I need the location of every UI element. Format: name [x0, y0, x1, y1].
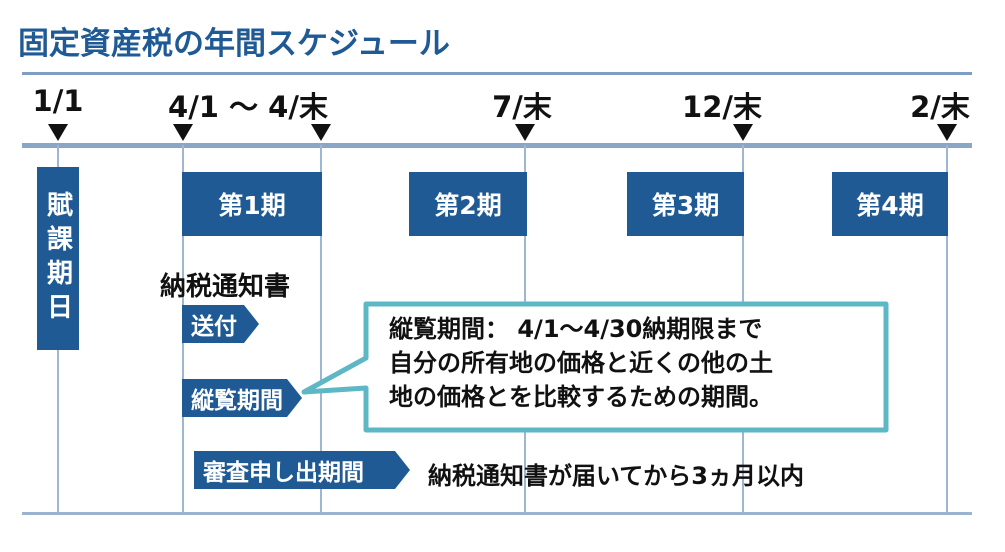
bottom-rule: [22, 512, 972, 515]
timeline-axis: [22, 143, 972, 148]
inspection-period-arrow-tag: 縦覧期間: [182, 379, 302, 417]
date-label-jan1: 1/1: [32, 84, 84, 118]
period-4-box: 第4期: [832, 172, 948, 236]
period-3-box: 第3期: [627, 172, 744, 236]
appeal-period-note: 納税通知書が届いてから3ヵ月以内: [428, 462, 804, 490]
guide-line-apr-end: [320, 145, 322, 513]
date-label-dec-end: 12/末: [682, 90, 762, 124]
page-title: 固定資産税の年間スケジュール: [18, 26, 450, 62]
guide-line-feb-end: [946, 145, 948, 513]
marker-triangle-icon: [937, 124, 957, 141]
levy-date-box: 賦課期日: [37, 167, 79, 350]
marker-triangle-icon: [733, 124, 753, 141]
callout-line: 地の価格とを比較するための期間。: [389, 383, 773, 411]
marker-triangle-icon: [311, 124, 331, 141]
date-label-feb-end: 2/末: [910, 90, 970, 124]
marker-triangle-icon: [48, 124, 68, 141]
callout-line: 自分の所有地の価格と近くの他の土: [389, 349, 773, 377]
callout-line: 縦覧期間： 4/1～4/30納期限まで: [389, 315, 763, 343]
levy-date-label: 賦課期日: [42, 190, 73, 327]
marker-triangle-icon: [173, 124, 193, 141]
callout-text: 縦覧期間： 4/1～4/30納期限まで 自分の所有地の価格と近くの他の土 地の価…: [389, 312, 869, 414]
date-label-apr: 4/1 ～ 4/末: [168, 90, 328, 124]
period-1-box: 第1期: [182, 172, 322, 236]
send-arrow-tag: 送付: [182, 305, 259, 343]
period-2-box: 第2期: [409, 172, 527, 236]
marker-triangle-icon: [515, 124, 535, 141]
tax-notice-text: 納税通知書: [160, 272, 291, 302]
date-label-jul-end: 7/末: [492, 90, 552, 124]
appeal-period-arrow-tag: 審査申し出期間: [194, 451, 410, 489]
top-rule: [22, 72, 972, 75]
